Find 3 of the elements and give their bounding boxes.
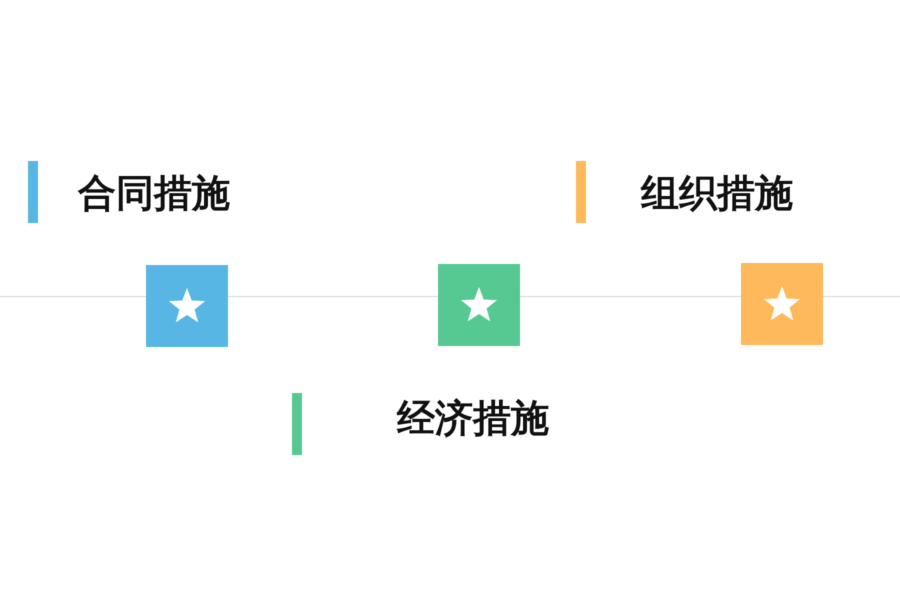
heading: 组织措施 xyxy=(641,174,793,212)
heading: 合同措施 xyxy=(78,174,230,212)
heading: 经济措施 xyxy=(397,399,549,437)
